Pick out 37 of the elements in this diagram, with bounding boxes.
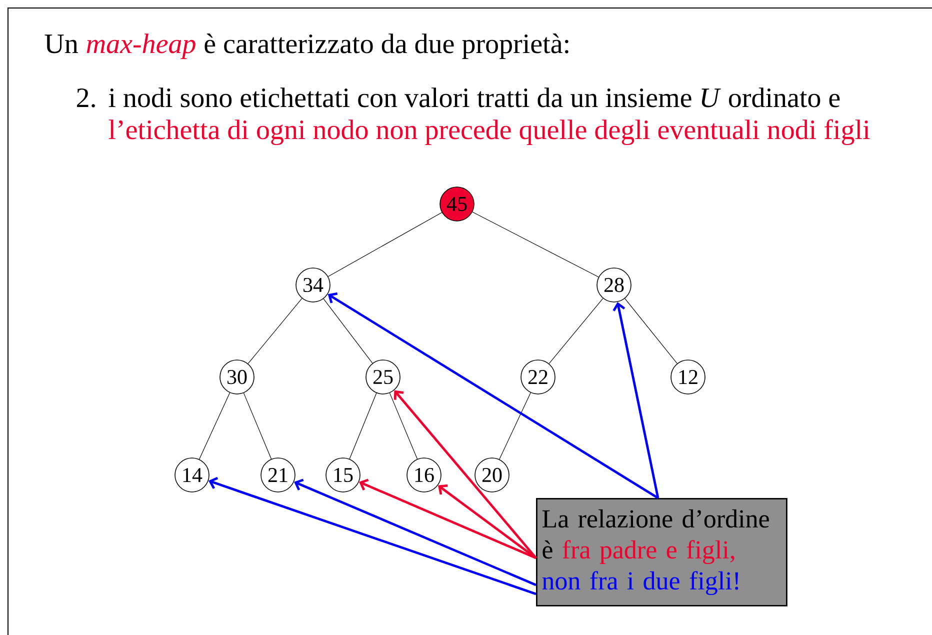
tree-node: 20 [474,458,510,492]
list-number: 2. [77,88,95,108]
tree-node: 21 [260,458,296,492]
list-item-text: l’etichetta di ogni nodo non precede quelle degli eventuali nodi figli [108,119,870,146]
tree-edge [472,212,599,278]
tree-edge [198,392,230,460]
tree-edge [624,298,678,364]
tree-node: 14 [174,458,210,492]
tree-node: 15 [326,458,360,492]
tree-edge [548,298,604,364]
callout-box: La relazione d’ordine è fra padre e figli, non fra i due figli! [536,498,788,606]
heading-text: max-heap [86,34,196,59]
arrow [438,484,537,559]
tree-node: 25 [366,360,400,394]
heading-text: Un [44,34,78,54]
arrow [208,476,536,596]
tree-edge [499,392,531,460]
tree-node: 16 [406,458,442,492]
arrow [328,292,659,500]
tree-edge [323,298,373,364]
tree-node: 22 [520,360,556,394]
tree-node: 34 [296,268,330,302]
arrow [358,478,536,560]
arrow [294,478,536,586]
arrow [394,390,537,559]
tree-edge [328,212,442,277]
heading-text: è caratterizzato da due proprietà: [204,34,568,59]
tree-edge [389,392,418,460]
tree-node: 30 [220,360,254,394]
tree-node: 45 [440,186,474,222]
list-item-text: i nodi sono etichettati con valori tratti da un insieme U ordinato e [108,88,840,108]
tree-node: 28 [596,268,632,302]
tree-edge [243,392,272,460]
tree-edge [248,298,302,364]
tree-node: 12 [670,360,706,394]
arrow [612,302,660,498]
tree-edge [349,392,377,460]
